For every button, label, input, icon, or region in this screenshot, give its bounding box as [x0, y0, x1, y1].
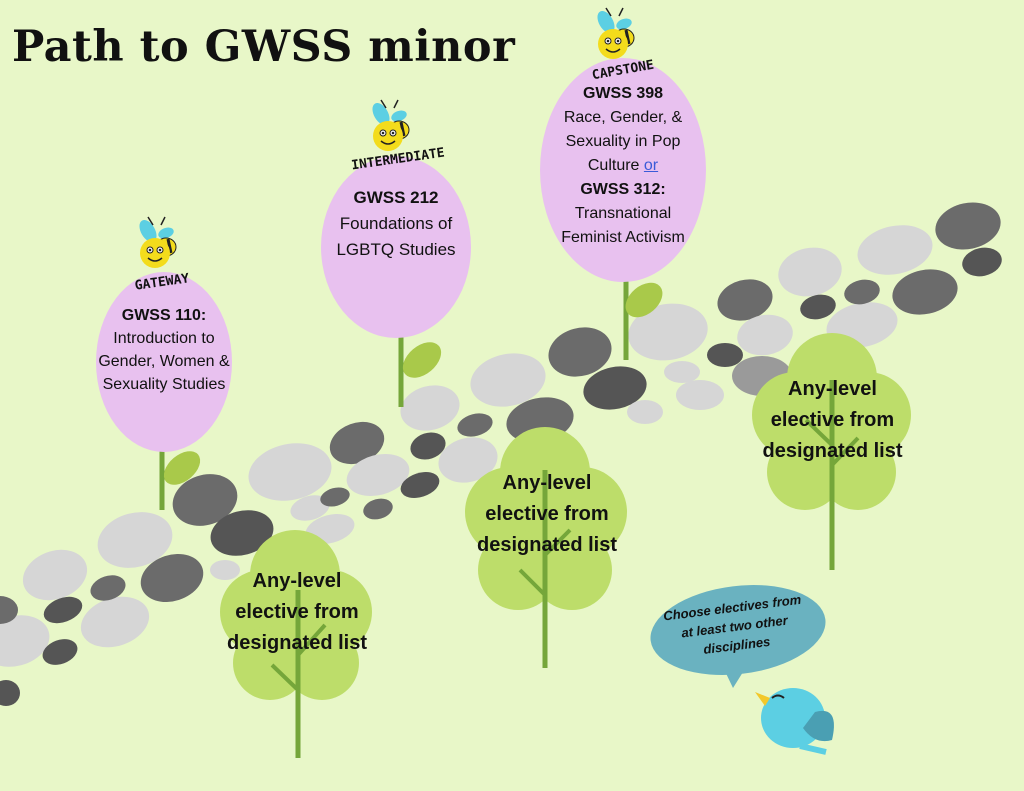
course-code: GWSS 110: — [121, 307, 207, 324]
bee-icon — [597, 7, 635, 59]
alt-course-title: Transnational Feminist Activism — [561, 205, 685, 246]
elective-tree — [220, 530, 372, 758]
alt-course-code: GWSS 312: — [580, 181, 666, 198]
course-gateway: GWSS 110: Introduction to Gender, Women … — [96, 304, 232, 396]
course-intermediate: GWSS 212 Foundations of LGBTQ Studies — [336, 185, 456, 263]
course-title: Foundations of LGBTQ Studies — [336, 214, 456, 259]
bee-icon — [139, 216, 177, 268]
page-title: Path to GWSS minor — [12, 22, 516, 72]
intermediate-flower — [321, 156, 471, 407]
capstone-flower — [540, 58, 706, 360]
bee-icon — [372, 99, 410, 151]
course-capstone: GWSS 398 Race, Gender, & Sexuality in Po… — [553, 82, 693, 250]
course-title: Race, Gender, & Sexuality in Pop Culture — [563, 109, 683, 174]
elective-label: Any-level elective from designated list — [476, 472, 618, 556]
elective-label: Any-level elective from designated list — [762, 378, 903, 462]
speech-bubble — [650, 585, 826, 688]
or-link[interactable]: or — [643, 157, 659, 174]
course-code: GWSS 212 — [353, 188, 439, 207]
elective-label: Any-level elective from designated list — [226, 570, 368, 654]
bird-icon — [755, 688, 834, 755]
elective-tree — [465, 427, 627, 668]
course-code: GWSS 398 — [582, 85, 664, 102]
gateway-flower — [96, 272, 232, 510]
stone-path — [0, 202, 1002, 706]
course-title: Introduction to Gender, Women & Sexualit… — [98, 330, 230, 393]
elective-tree — [752, 333, 911, 570]
